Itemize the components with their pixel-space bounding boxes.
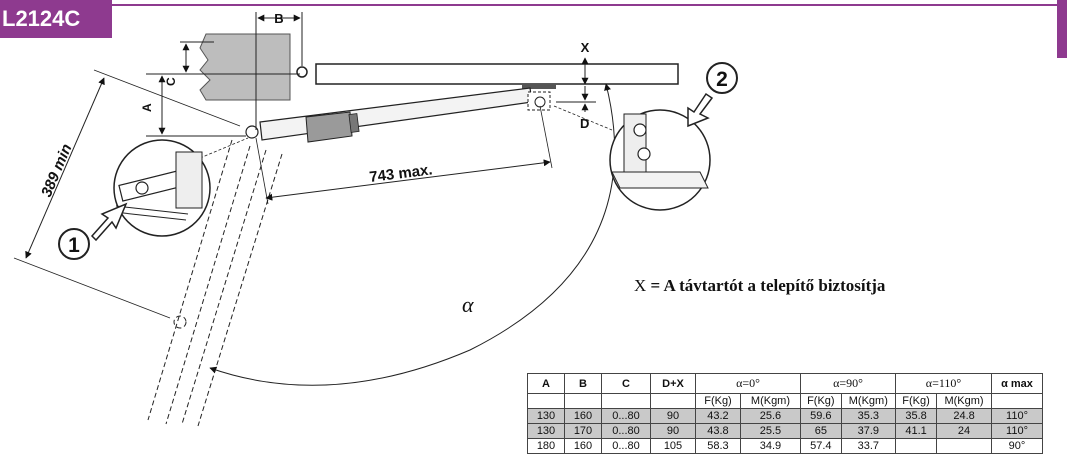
gate-hinge [296, 66, 308, 78]
header-dx: D+X [650, 373, 696, 394]
table-cell: 41.1 [894, 423, 938, 439]
table-row: 180 160 0...80 105 58.3 34.9 57.4 33.7 9… [527, 438, 1043, 454]
table-cell: 43.8 [695, 423, 741, 439]
subheader-cell: F(Kg) [800, 393, 842, 409]
table-cell: 43.2 [695, 408, 741, 424]
table-cell [936, 438, 992, 454]
label-a: A [140, 103, 154, 112]
table-cell: 35.3 [840, 408, 897, 424]
table-cell: 25.5 [739, 423, 802, 439]
dim-x: X [581, 40, 590, 85]
pillar [199, 33, 291, 101]
table-cell: 0...80 [601, 423, 651, 439]
table-cell: 130 [527, 408, 565, 424]
subheader-cell [564, 393, 602, 409]
detail-1: 1 [58, 137, 249, 260]
spec-table: A B C D+X α=0° α=90° α=110° α max F(Kg) … [527, 373, 1043, 454]
installer-note: X = A távtartót a telepítő biztosítja [634, 276, 885, 296]
subheader-cell: M(Kgm) [840, 393, 897, 409]
label-c: C [164, 77, 178, 86]
table-cell: 110° [991, 408, 1043, 424]
table-cell: 0...80 [601, 438, 651, 454]
table-cell: 110° [991, 423, 1043, 439]
table-cell: 34.9 [739, 438, 802, 454]
callout-1: 1 [68, 234, 80, 257]
note-text: = A távtartót a telepítő biztosítja [650, 276, 886, 295]
table-cell: 170 [564, 423, 602, 439]
table-cell: 130 [527, 423, 565, 439]
header-alpha-90: α=90° [800, 373, 896, 394]
header-a: A [527, 373, 565, 394]
table-cell: 160 [564, 438, 602, 454]
subheader-cell [991, 393, 1043, 409]
table-row: 130 170 0...80 90 43.8 25.5 65 37.9 41.1… [527, 423, 1043, 439]
label-743-max: 743 max. [368, 161, 433, 186]
table-cell: 90 [650, 408, 696, 424]
table-cell: 24.8 [936, 408, 992, 424]
table-header-row: A B C D+X α=0° α=90° α=110° α max [527, 373, 1043, 394]
subheader-cell: M(Kgm) [739, 393, 802, 409]
dim-d: D [556, 86, 596, 131]
swing-arc: α [209, 83, 616, 386]
label-x: X [581, 40, 590, 55]
note-x-symbol: X [634, 276, 647, 295]
label-d: D [580, 116, 589, 131]
table-cell: 90° [991, 438, 1043, 454]
table-subheader-row: F(Kg) M(Kgm) F(Kg) M(Kgm) F(Kg) M(Kgm) [527, 393, 1043, 409]
table-row: 130 160 0...80 90 43.2 25.6 59.6 35.3 35… [527, 408, 1043, 424]
dim-c: C [146, 41, 300, 86]
table-cell: 90 [650, 423, 696, 439]
header-alpha-max: α max [991, 373, 1043, 394]
model-label: L2124C [0, 0, 112, 38]
label-389-min: 389 min [38, 141, 75, 199]
subheader-cell [650, 393, 696, 409]
gate-leaf [315, 63, 679, 85]
table-cell: 58.3 [695, 438, 741, 454]
subheader-cell: F(Kg) [894, 393, 938, 409]
table-cell: 65 [800, 423, 842, 439]
header-alpha-0: α=0° [695, 373, 801, 394]
subheader-cell [527, 393, 565, 409]
subheader-cell [601, 393, 651, 409]
table-cell: 57.4 [800, 438, 842, 454]
table-cell: 59.6 [800, 408, 842, 424]
table-cell: 105 [650, 438, 696, 454]
table-cell: 33.7 [840, 438, 897, 454]
header-b: B [564, 373, 602, 394]
table-cell: 25.6 [739, 408, 802, 424]
detail-2: 2 [553, 62, 738, 211]
table-cell: 180 [527, 438, 565, 454]
table-cell: 24 [936, 423, 992, 439]
header-rule [112, 4, 1057, 6]
subheader-cell: M(Kgm) [936, 393, 992, 409]
header-alpha-110: α=110° [895, 373, 992, 394]
header-c: C [601, 373, 651, 394]
table-cell: 35.8 [894, 408, 938, 424]
right-edge-tab [1057, 0, 1067, 58]
callout-2: 2 [716, 68, 728, 91]
table-cell [894, 438, 938, 454]
table-cell: 0...80 [601, 408, 651, 424]
table-cell: 160 [564, 408, 602, 424]
label-b: B [274, 11, 283, 26]
label-alpha: α [462, 292, 474, 317]
actuator-arm [245, 87, 551, 143]
table-cell: 37.9 [840, 423, 897, 439]
subheader-cell: F(Kg) [695, 393, 741, 409]
